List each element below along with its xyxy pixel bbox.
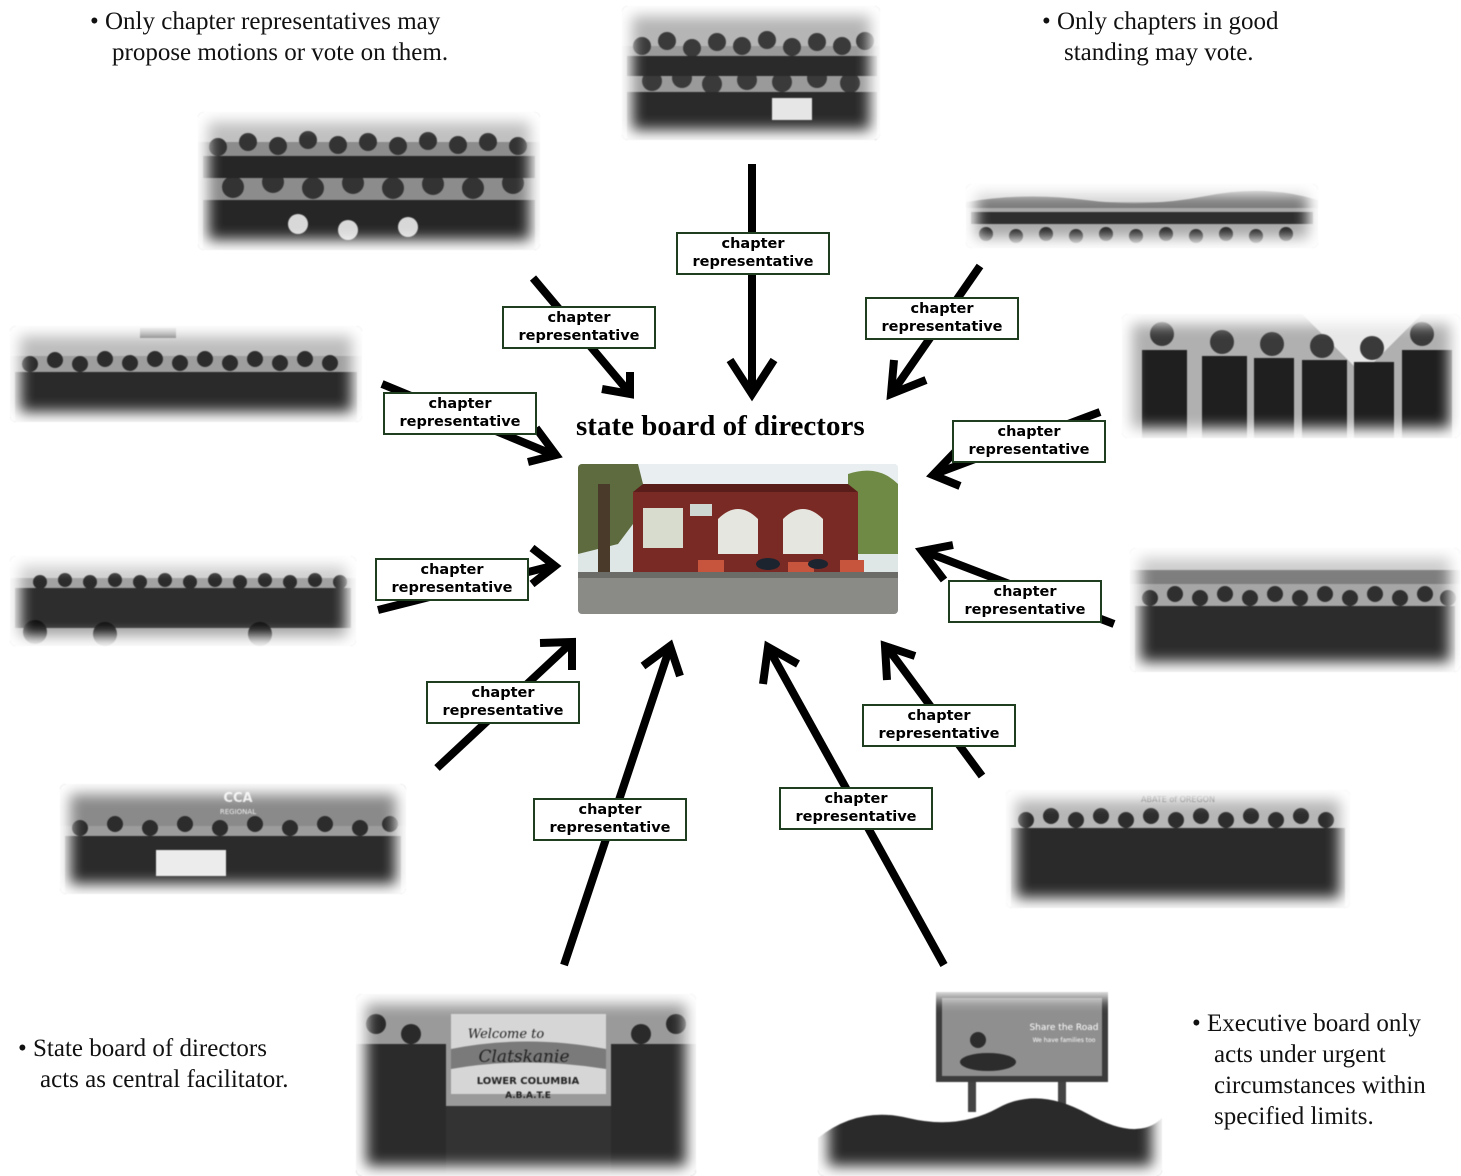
chapter-photo-left-2 bbox=[10, 556, 356, 646]
edge-label-line1: chapter bbox=[428, 396, 492, 412]
edge-label-line2: representative bbox=[399, 414, 521, 430]
note-bottom-left: • State board of directors acts as centr… bbox=[18, 1033, 289, 1095]
chapter-photo-left-3: CCA REGIONAL bbox=[60, 784, 406, 894]
note-line: specified limits. bbox=[1214, 1103, 1374, 1130]
arrow-top bbox=[726, 164, 778, 402]
note-line: circumstances within bbox=[1214, 1072, 1426, 1099]
edge-label-upper-right: chapter representative bbox=[865, 297, 1019, 340]
note-bottom-right: • Executive board only acts under urgent… bbox=[1192, 1008, 1426, 1132]
edge-label-left-2: chapter representative bbox=[375, 558, 529, 601]
edge-label-line1: chapter bbox=[824, 791, 888, 807]
edge-label-upper-left: chapter representative bbox=[502, 306, 656, 349]
edge-label-line1: chapter bbox=[997, 424, 1061, 440]
edge-label-bottom-left: chapter representative bbox=[533, 798, 687, 841]
edge-label-left-3: chapter representative bbox=[426, 681, 580, 724]
state-board-photo bbox=[578, 464, 898, 614]
note-line: acts under urgent bbox=[1214, 1041, 1386, 1068]
chapter-photo-bottom-right: Share the Road We have families too bbox=[818, 988, 1162, 1176]
note-line: propose motions or vote on them. bbox=[112, 39, 449, 66]
edge-label-line1: chapter bbox=[907, 708, 971, 724]
cca-sign-text: CCA bbox=[223, 791, 252, 806]
edge-label-bottom-right: chapter representative bbox=[779, 787, 933, 830]
chapter-photo-right-2 bbox=[1130, 548, 1460, 672]
edge-label-line2: representative bbox=[692, 254, 814, 270]
edge-label-line2: representative bbox=[391, 580, 513, 596]
welcome-text-1: Welcome to bbox=[468, 1027, 545, 1042]
billboard-text-1: Share the Road bbox=[1029, 1023, 1098, 1033]
edge-label-line1: chapter bbox=[420, 562, 484, 578]
edge-label-line2: representative bbox=[964, 602, 1086, 618]
edge-label-line2: representative bbox=[518, 328, 640, 344]
note-line: standing may vote. bbox=[1064, 39, 1254, 66]
edge-label-right-2: chapter representative bbox=[948, 580, 1102, 623]
note-line: acts as central facilitator. bbox=[40, 1066, 289, 1093]
edge-label-line1: chapter bbox=[993, 584, 1057, 600]
note-line: • Executive board only bbox=[1192, 1010, 1421, 1037]
edge-label-line2: representative bbox=[881, 319, 1003, 335]
note-top-left: • Only chapter representatives may propo… bbox=[90, 6, 448, 68]
chapter-photo-right-1 bbox=[1122, 314, 1460, 438]
state-board-title: state board of directors bbox=[576, 410, 865, 442]
chapter-photo-top bbox=[622, 6, 880, 140]
note-top-right: • Only chapters in good standing may vot… bbox=[1042, 6, 1279, 68]
edge-label-line1: chapter bbox=[910, 301, 974, 317]
chapter-photo-upper-left bbox=[198, 112, 540, 250]
note-line: • Only chapter representatives may bbox=[90, 8, 441, 35]
edge-label-line2: representative bbox=[968, 442, 1090, 458]
edge-label-line1: chapter bbox=[578, 802, 642, 818]
edge-label-line1: chapter bbox=[721, 236, 785, 252]
edge-label-line2: representative bbox=[795, 809, 917, 825]
chapter-photo-left-1 bbox=[10, 326, 362, 422]
edge-label-line2: representative bbox=[878, 726, 1000, 742]
billboard-text-2: We have families too bbox=[1033, 1037, 1096, 1044]
chapter-photo-right-3: ABATE of OREGON bbox=[1006, 790, 1350, 908]
note-line: • State board of directors bbox=[18, 1035, 267, 1062]
edge-label-right-3: chapter representative bbox=[862, 704, 1016, 747]
abate-banner-text: ABATE of OREGON bbox=[1141, 795, 1215, 804]
welcome-text-4: A.B.A.T.E bbox=[505, 1091, 551, 1101]
edge-label-left-1: chapter representative bbox=[383, 392, 537, 435]
edge-label-line1: chapter bbox=[471, 685, 535, 701]
edge-label-line1: chapter bbox=[547, 310, 611, 326]
welcome-text-2: Clatskanie bbox=[478, 1047, 569, 1067]
edge-label-line2: representative bbox=[442, 703, 564, 719]
edge-label-line2: representative bbox=[549, 820, 671, 836]
edge-label-right-1: chapter representative bbox=[952, 420, 1106, 463]
chapter-photo-bottom-left: Welcome to Clatskanie LOWER COLUMBIA A.B… bbox=[356, 994, 696, 1176]
cca-sub-text: REGIONAL bbox=[220, 808, 256, 816]
edge-label-top: chapter representative bbox=[676, 232, 830, 275]
chapter-photo-upper-right bbox=[966, 184, 1318, 248]
note-line: • Only chapters in good bbox=[1042, 8, 1279, 35]
welcome-text-3: LOWER COLUMBIA bbox=[477, 1076, 580, 1087]
